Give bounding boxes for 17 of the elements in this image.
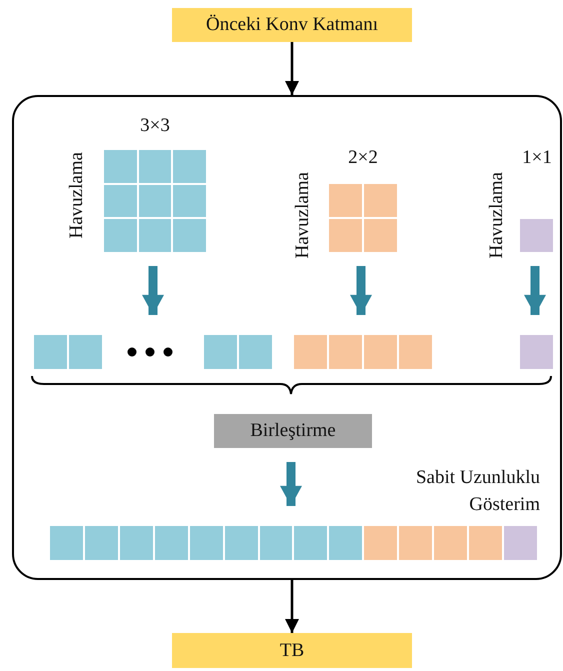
- grid-size-label: 3×3: [139, 115, 171, 137]
- pooling-label: Havuzlama: [486, 172, 508, 259]
- pooling-label: Havuzlama: [292, 172, 314, 259]
- container-frame: [12, 95, 562, 580]
- arrow: [142, 266, 164, 315]
- arrow: [280, 462, 302, 506]
- arrow: [285, 580, 299, 633]
- arrow: [524, 266, 546, 315]
- label-box: TB: [172, 633, 412, 668]
- label-box: Önceki Konv Katmanı: [172, 8, 412, 42]
- arrow: [350, 266, 372, 315]
- grid-size-label: 1×1: [521, 147, 553, 169]
- pooling-label: Havuzlama: [66, 152, 88, 239]
- grid-size-label: 2×2: [347, 147, 379, 169]
- caption-text: Sabit Uzunluklu Gösterim: [414, 466, 540, 517]
- arrow: [285, 42, 299, 95]
- label-box: Birleştirme: [214, 414, 372, 448]
